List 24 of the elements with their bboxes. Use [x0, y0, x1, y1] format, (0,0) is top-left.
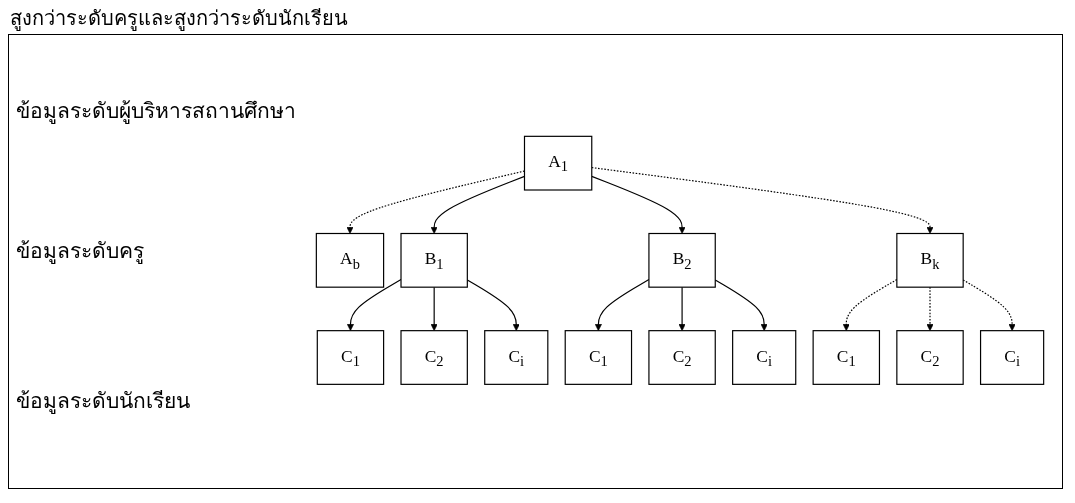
- node-box: C$_{1}$: [316, 329, 385, 385]
- node-box: C$_{2}$: [400, 329, 468, 385]
- node-box: C$_{i}$: [732, 329, 797, 385]
- arrow: [430, 286, 438, 331]
- node-box: B$_{k}$: [896, 232, 964, 288]
- node-box: B$_{1}$: [400, 232, 468, 288]
- node-box: C$_{2}$: [896, 329, 964, 385]
- arrow: [926, 286, 934, 331]
- arrow: [678, 286, 686, 331]
- arrow: [346, 278, 402, 331]
- level-label: ข้อมูลระดับนักเรียน: [16, 388, 190, 416]
- node-box: C$_{1}$: [564, 329, 633, 385]
- level-label: ข้อมูลระดับผู้บริหารสถานศึกษา: [16, 98, 296, 126]
- arrow: [591, 166, 934, 234]
- node-box: A$_{1}$: [523, 135, 593, 191]
- node-box: C$_{2}$: [648, 329, 716, 385]
- node-box: A$_{b}$: [315, 232, 385, 288]
- heading-text: สูงกว่าระดับครูและสูงกว่าระดับนักเรียน: [10, 7, 348, 29]
- node-box: B$_{2}$: [648, 232, 716, 288]
- level-label: ข้อมูลระดับครู: [16, 238, 144, 266]
- arrow: [591, 175, 686, 234]
- node-box: C$_{i}$: [979, 329, 1045, 385]
- node-box: C$_{i}$: [484, 329, 549, 385]
- node-box: C$_{1}$: [812, 329, 881, 385]
